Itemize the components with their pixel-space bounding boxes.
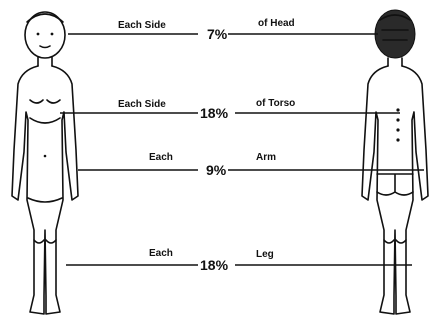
- leg-percent-label: 18%: [200, 257, 229, 273]
- arm-right-label: Arm: [256, 152, 276, 163]
- torso-percent-label: 18%: [200, 105, 229, 121]
- leader-lines: [60, 34, 424, 265]
- head-right-label: of Head: [258, 18, 295, 29]
- torso-left-label: Each Side: [118, 99, 166, 110]
- torso-right-label: of Torso: [256, 98, 295, 109]
- head-percent-label: 7%: [207, 26, 228, 42]
- arm-left-label: Each: [149, 152, 173, 163]
- front-body-figure: [12, 12, 78, 314]
- leg-left-label: Each: [149, 248, 173, 259]
- head-left-label: Each Side: [118, 20, 166, 31]
- arm-percent-label: 9%: [206, 162, 227, 178]
- leg-right-label: Leg: [256, 249, 274, 260]
- back-body-figure: [362, 10, 428, 314]
